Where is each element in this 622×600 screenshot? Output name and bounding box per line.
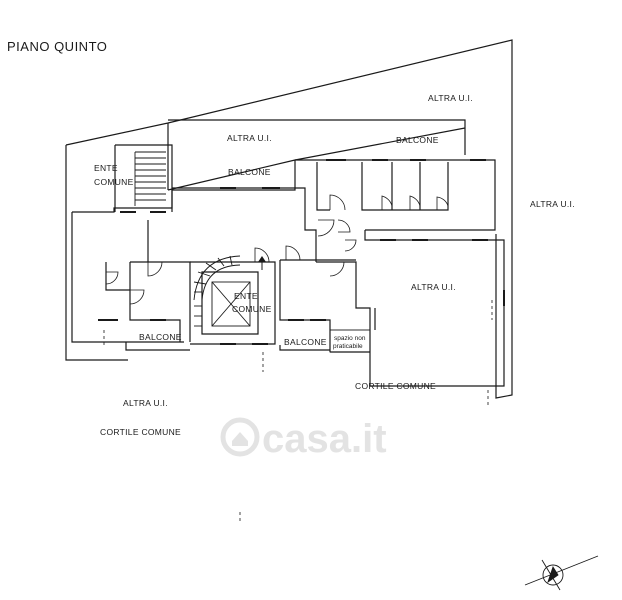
label-praticabile: praticabile <box>333 343 363 350</box>
stairs-central <box>193 255 251 327</box>
label-spazio: spazio non <box>334 335 366 342</box>
stair-arrow-icon <box>258 256 266 270</box>
label-altra-ui-mid: ALTRA U.I. <box>227 133 272 143</box>
label-ente-top: ENTE <box>94 163 118 173</box>
window-marks <box>98 159 505 345</box>
label-comune-top: COMUNE <box>94 177 134 187</box>
site-markers <box>103 300 493 524</box>
label-altra-ui-bottom: ALTRA U.I. <box>123 398 168 408</box>
label-balcone-bottom-mid: BALCONE <box>284 337 327 347</box>
label-balcone-top-right: BALCONE <box>396 135 439 145</box>
page-title: PIANO QUINTO <box>7 39 107 54</box>
label-altra-ui-top: ALTRA U.I. <box>428 93 473 103</box>
label-altra-ui-right: ALTRA U.I. <box>530 199 575 209</box>
label-cortile-comune-left: CORTILE COMUNE <box>100 427 181 437</box>
label-balcone-bottom-left: BALCONE <box>139 332 182 342</box>
door-swings <box>105 194 449 305</box>
north-arrow-icon <box>524 555 599 591</box>
label-altra-ui-center: ALTRA U.I. <box>411 282 456 292</box>
stairs-top-left <box>134 151 166 206</box>
non-usable-space <box>329 329 371 353</box>
watermark-text: casa.it <box>262 417 387 461</box>
label-comune-mid: COMUNE <box>232 304 272 314</box>
label-cortile-comune-right: CORTILE COMUNE <box>355 381 436 391</box>
label-balcone-top-mid: BALCONE <box>228 167 271 177</box>
label-ente-mid: ENTE <box>234 291 258 301</box>
watermark: casa.it <box>220 417 387 461</box>
